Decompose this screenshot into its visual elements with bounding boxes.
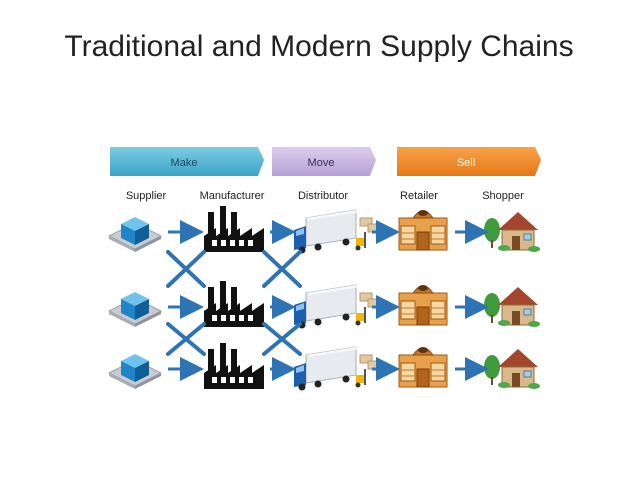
cross-link [262, 322, 302, 356]
stage-label-manufacturer: Manufacturer [200, 190, 265, 202]
phase-label-make: Make [171, 157, 198, 169]
cross-link [262, 250, 302, 288]
factory-icon [204, 343, 264, 389]
storefront-icon [398, 209, 448, 251]
phase-label-sell: Sell [457, 157, 475, 169]
phase-bar-make: Make [110, 147, 264, 176]
supplier-cube-icon [108, 353, 162, 390]
storefront-icon [398, 346, 448, 388]
stage-label-retailer: Retailer [400, 190, 438, 202]
phase-bar-sell: Sell [397, 147, 541, 176]
factory-icon [204, 281, 264, 327]
house-icon [483, 286, 541, 328]
phase-label-move: Move [308, 157, 335, 169]
delivery-truck-icon [293, 284, 381, 329]
storefront-icon [398, 284, 448, 326]
slide-title: Traditional and Modern Supply Chains [64, 30, 574, 63]
stage-label-distributor: Distributor [298, 190, 348, 202]
delivery-truck-icon [293, 346, 381, 391]
flow-arrows [168, 220, 489, 381]
cross-link [166, 250, 206, 288]
cross-link [166, 322, 206, 356]
house-icon [483, 348, 541, 390]
stage-label-shopper: Shopper [482, 190, 524, 202]
supplier-cube-icon [108, 291, 162, 328]
phase-bar-move: Move [272, 147, 376, 176]
stage-label-supplier: Supplier [126, 190, 167, 202]
delivery-truck-icon [293, 209, 381, 254]
house-icon [483, 211, 541, 253]
supplier-cube-icon [108, 216, 162, 253]
factory-icon [204, 206, 264, 252]
cross-links [166, 250, 302, 356]
